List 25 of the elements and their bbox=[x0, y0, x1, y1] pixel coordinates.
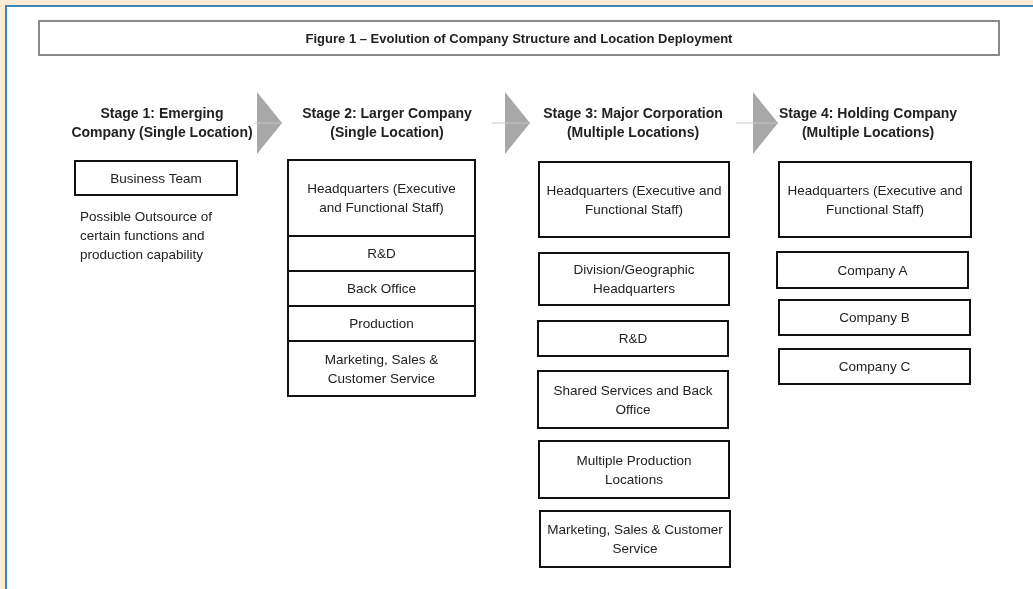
unit-box: Production bbox=[287, 305, 476, 342]
unit-box: R&D bbox=[287, 235, 476, 272]
unit-box: Marketing, Sales & Customer Service bbox=[287, 340, 476, 397]
unit-box: Shared Services and Back Office bbox=[537, 370, 729, 429]
unit-box: Marketing, Sales & Customer Service bbox=[539, 510, 731, 568]
stage-heading: Stage 4: Holding Company (Multiple Locations) bbox=[778, 92, 958, 154]
unit-box: Back Office bbox=[287, 270, 476, 307]
chevron-arrow bbox=[491, 91, 531, 155]
stage-heading: Stage 2: Larger Company (Single Location) bbox=[282, 92, 492, 154]
chevron-arrow bbox=[253, 91, 283, 155]
stage-heading: Stage 1: Emerging Company (Single Location) bbox=[70, 92, 254, 154]
figure-title: Figure 1 – Evolution of Company Structure and Location Deployment bbox=[38, 20, 1000, 56]
unit-box: Headquarters (Executive and Functional Staff) bbox=[287, 159, 476, 237]
unit-box: R&D bbox=[537, 320, 729, 357]
unit-box: Multiple Production Locations bbox=[538, 440, 730, 499]
stage-heading: Stage 3: Major Corporation (Multiple Locations) bbox=[530, 92, 736, 154]
unit-box: Headquarters (Executive and Functional Staff) bbox=[778, 161, 972, 238]
chevron-arrow bbox=[735, 91, 779, 155]
unit-box: Company B bbox=[778, 299, 971, 336]
unit-box: Company C bbox=[778, 348, 971, 385]
unit-box: Company A bbox=[776, 251, 969, 289]
unit-box: Headquarters (Executive and Functional Staff) bbox=[538, 161, 730, 238]
unit-box: Business Team bbox=[74, 160, 238, 196]
note-text: Possible Outsource of certain functions and production capability bbox=[80, 208, 214, 264]
unit-box: Division/Geographic Headquarters bbox=[538, 252, 730, 306]
